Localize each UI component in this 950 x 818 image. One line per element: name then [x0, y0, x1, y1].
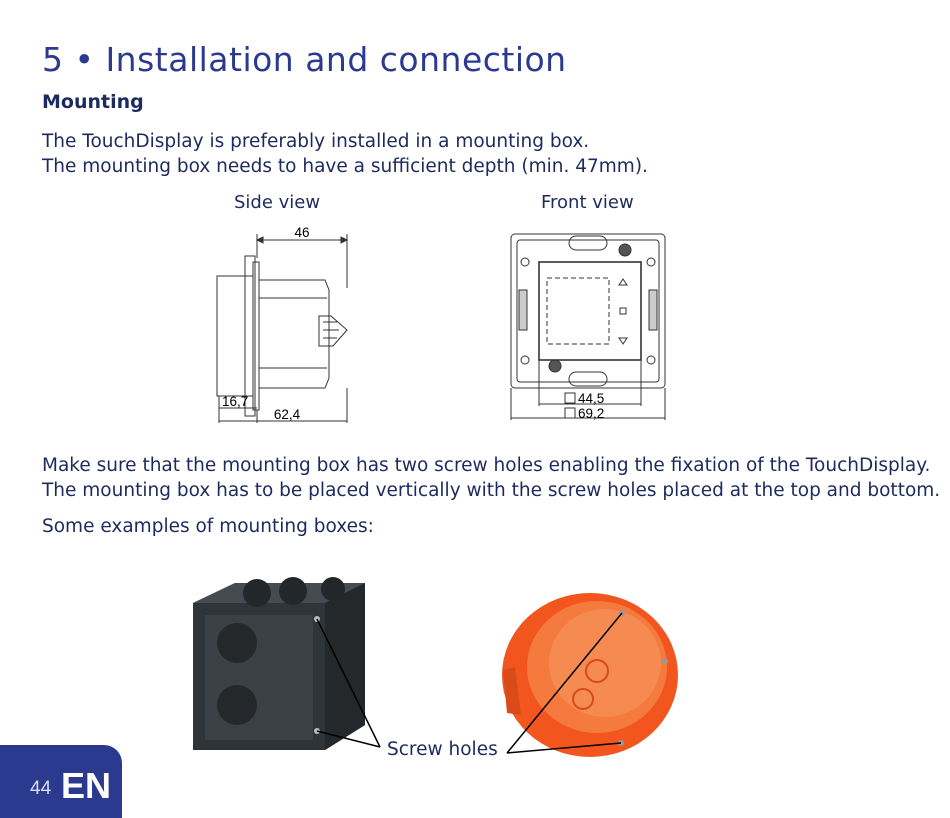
intro-line-2: The mounting box needs to have a suffici…	[42, 156, 648, 177]
page-number: 44	[30, 778, 52, 799]
side-view-dim-top: 46	[294, 225, 309, 240]
language-code: EN	[61, 765, 112, 806]
section-title: 5 • Installation and connection	[42, 40, 567, 79]
screw-holes-callout: Screw holes	[387, 739, 498, 760]
front-view-dim-outer: 69,2	[578, 406, 604, 421]
side-view-diagram: 46 16,7 62,4	[216, 225, 349, 423]
section-subtitle: Mounting	[42, 91, 144, 113]
side-view-dim-left: 16,7	[222, 394, 248, 409]
side-view-dim-bottom: 62,4	[274, 407, 301, 422]
front-view-dim-inner: 44,5	[578, 391, 604, 406]
body-line-2: The mounting box has to be placed vertic…	[42, 480, 941, 501]
intro-line-1: The TouchDisplay is preferably installed…	[42, 131, 590, 152]
mounting-box-photos	[193, 577, 678, 757]
front-view-diagram: 44,5 69,2	[510, 233, 666, 421]
side-view-label: Side view	[234, 192, 321, 213]
round-mounting-box-image	[502, 593, 678, 757]
examples-heading: Some examples of mounting boxes:	[42, 516, 374, 537]
page-badge	[0, 745, 122, 818]
body-line-1: Make sure that the mounting box has two …	[42, 455, 931, 476]
front-view-label: Front view	[541, 192, 634, 213]
square-mounting-box-image	[193, 577, 365, 750]
